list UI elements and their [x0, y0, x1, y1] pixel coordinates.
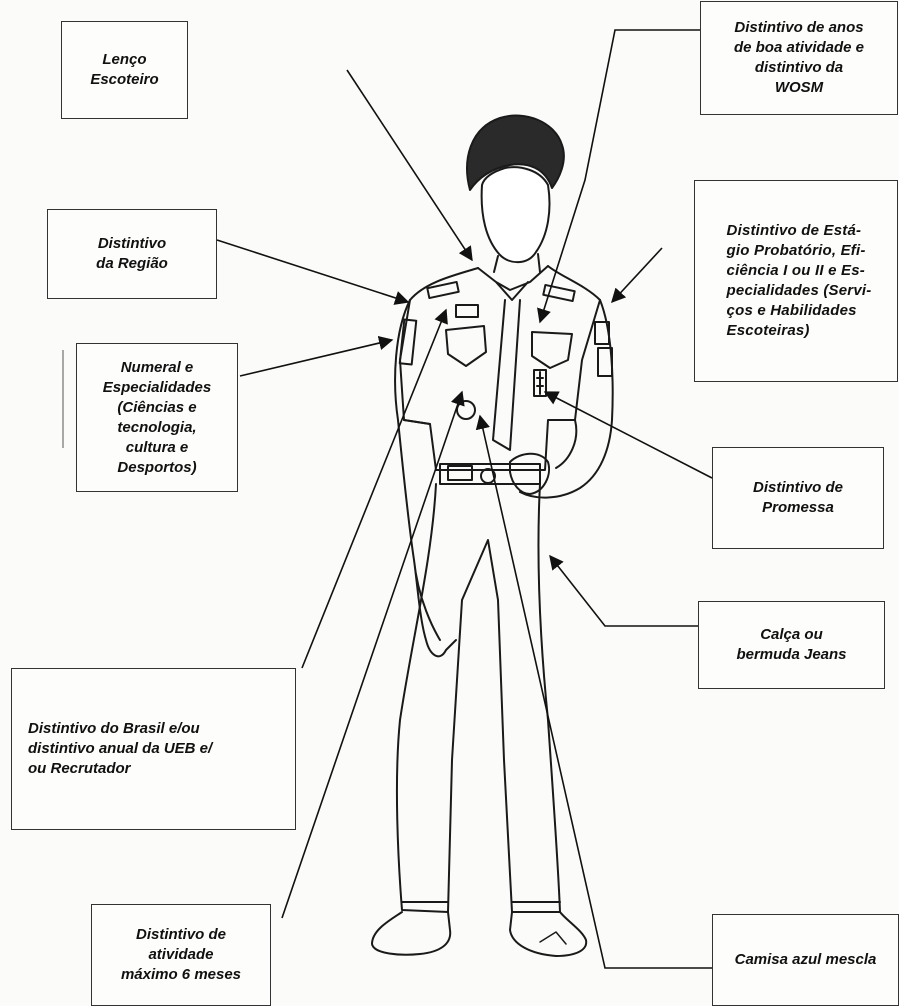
- belt: [439, 463, 541, 485]
- scout-figure-drawing: [371, 114, 614, 957]
- hair: [466, 114, 565, 191]
- pointer-regiao: [216, 239, 410, 305]
- left-shoe: [371, 911, 452, 956]
- left-arm: [394, 299, 457, 658]
- face: [480, 166, 551, 264]
- pointer-lenco: [346, 69, 473, 262]
- label-estagio-text: Distintivo de Está-gio Probatório, Efi-c…: [726, 222, 872, 339]
- pointer-estagio: [611, 247, 663, 304]
- trousers: [395, 483, 561, 913]
- left-pocket: [445, 325, 487, 367]
- pointer-brasil: [301, 308, 448, 669]
- pointer-numeral: [239, 335, 394, 377]
- pointer-atividade: [281, 390, 465, 919]
- pointer-anos: [537, 29, 700, 324]
- right-shoe: [509, 911, 588, 957]
- right-pocket: [531, 331, 573, 369]
- right-arm: [519, 299, 614, 499]
- label-estagio-probatorio: Distintivo de Está-gio Probatório, Efi-c…: [694, 180, 898, 382]
- pointer-promessa: [543, 391, 713, 479]
- pointer-calca: [549, 554, 698, 627]
- pointer-camisa: [475, 414, 712, 969]
- hand: [509, 452, 550, 495]
- scarf: [477, 265, 549, 451]
- label-camisa-azul: Camisa azul mescla: [712, 914, 899, 1006]
- pointer-lines: [216, 29, 713, 969]
- label-camisa-text: Camisa azul mescla: [734, 951, 877, 968]
